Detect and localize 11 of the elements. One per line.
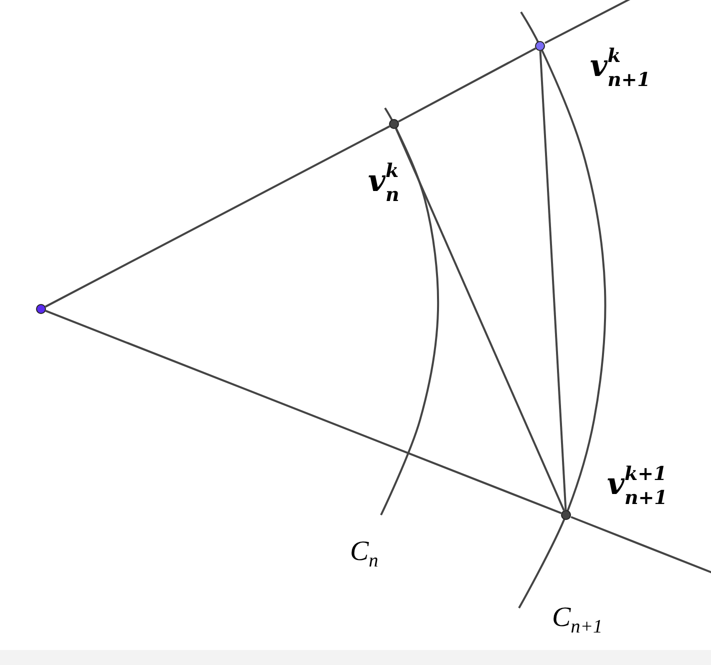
point-dot [36, 304, 46, 314]
line-segment [395, 128, 565, 511]
curve-label: C$_{n}$ [350, 538, 378, 571]
line-segment [539, 50, 567, 510]
curve-label: C$_{n+1}$ [552, 604, 603, 637]
point-dot [561, 510, 571, 520]
point-dot [535, 41, 545, 51]
line-segment [44, 125, 390, 308]
line-segment [45, 310, 562, 514]
point-dot [389, 119, 399, 129]
line-segment [398, 47, 536, 123]
